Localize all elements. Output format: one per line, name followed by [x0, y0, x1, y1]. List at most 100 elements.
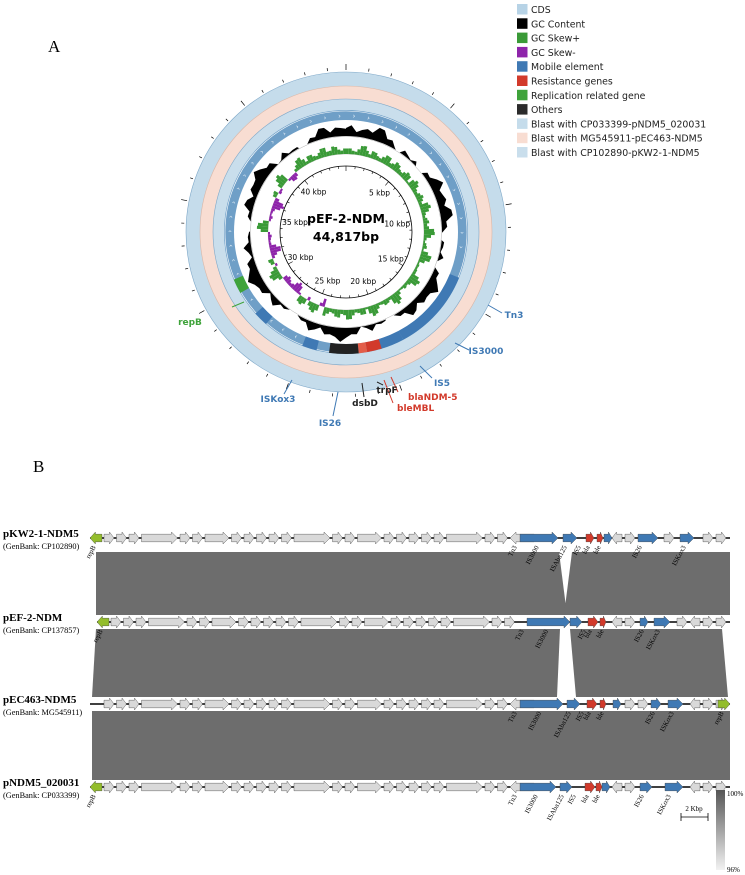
iskox3-segment: [255, 306, 273, 325]
gene-arrow: [446, 780, 483, 794]
gene-arrow: [497, 780, 508, 794]
track-genbank: (GenBank: CP137857): [3, 626, 80, 635]
gc-skew-bar: [340, 150, 344, 155]
kbp-tick-label: 15 kbp: [378, 254, 404, 263]
gc-skew-bar: [271, 273, 282, 281]
legend-label: Blast with CP033399-pNDM5_020031: [531, 119, 706, 130]
gc-skew-bar: [412, 271, 417, 275]
cds-marker: ›: [230, 200, 239, 205]
gc-skew-bar: [391, 293, 401, 305]
gene-arrow: [689, 780, 701, 794]
gene-arrow: [664, 780, 684, 794]
gc-skew-bar: [382, 299, 388, 306]
gene-arrow: [408, 531, 420, 545]
gc-skew-bar: [407, 179, 415, 187]
gene-label-blembl: bleMBL: [397, 404, 434, 414]
gene-label-tn3: Tn3: [505, 311, 524, 321]
callout-line: [332, 391, 339, 417]
gc-skew-bar: [307, 296, 312, 301]
cds-marker: ›: [393, 123, 399, 132]
cds-marker: ›: [294, 122, 300, 131]
gc-skew-bar: [396, 289, 402, 296]
panel-a-label: A: [48, 37, 61, 56]
homology-band: [92, 711, 730, 780]
homology-band: [92, 629, 560, 697]
kbp-tick: [331, 293, 333, 297]
gene-arrow: [453, 615, 490, 629]
gene-arrow: [293, 780, 331, 794]
gc-skew-bar: [423, 226, 430, 230]
cds-marker: ›: [269, 138, 276, 146]
gene-arrow: [421, 697, 432, 711]
gene-arrow: [639, 780, 653, 794]
gc-skew-bar: [359, 145, 365, 156]
gc-skew-bar: [398, 288, 402, 292]
outer-tick: [214, 329, 217, 332]
gene-arrow: [624, 697, 636, 711]
cds-marker: ›: [280, 325, 287, 333]
gene-arrow: [611, 780, 623, 794]
gene-arrow: [238, 615, 249, 629]
cds-marker: ›: [444, 174, 452, 180]
gc-skew-bar: [270, 261, 275, 266]
kbp-tick: [281, 245, 285, 248]
gene-arrow: [446, 531, 483, 545]
kbp-tick-label: 40 kbp: [301, 187, 327, 196]
cds-marker: ›: [436, 161, 444, 168]
gc-skew-bar: [423, 220, 430, 224]
gc-skew-bar: [348, 148, 352, 155]
outer-tick: [377, 390, 379, 394]
gc-skew-bar: [362, 145, 368, 157]
gc-skew-bar: [387, 296, 392, 301]
kbp-tick: [365, 289, 369, 295]
gene-arrow: [715, 531, 727, 545]
gene-arrow: [116, 780, 127, 794]
gene-arrow: [186, 615, 198, 629]
legend-swatch: [517, 118, 528, 129]
gene-arrow: [128, 697, 140, 711]
gc-skew-bar: [423, 240, 426, 244]
gene-arrow: [351, 615, 363, 629]
gene-arrow: [497, 531, 508, 545]
track-gene-label: ISAba125: [545, 793, 566, 822]
gc-skew-bar: [306, 155, 312, 164]
gc-skew-bar: [400, 286, 404, 290]
cds-marker: ›: [227, 244, 235, 248]
cds-marker: ›: [417, 139, 424, 147]
kbp-tick: [306, 282, 309, 285]
homology-band: [96, 552, 567, 615]
kbp-tick-label: 5 kbp: [369, 188, 390, 197]
outer-tick: [190, 177, 194, 180]
gc-skew-bar: [420, 253, 432, 260]
gene-arrow: [123, 615, 134, 629]
gc-skew-bar: [375, 303, 380, 310]
gc-skew-bar: [272, 193, 278, 198]
gc-skew-bar: [367, 153, 372, 158]
kbp-tick-label: 30 kbp: [288, 253, 314, 262]
gc-skew-bar: [387, 162, 392, 168]
gene-arrow: [715, 615, 727, 629]
gc-skew-bar: [346, 148, 349, 155]
cds-marker: ›: [227, 215, 235, 219]
gene-arrow: [357, 697, 382, 711]
gene-arrow: [179, 780, 191, 794]
gc-inner-mask: [250, 136, 442, 328]
cds-marker: ›: [454, 202, 462, 207]
gc-skew-bar: [416, 263, 420, 268]
gene-arrow: [344, 780, 356, 794]
gene-arrow: [281, 780, 292, 794]
track-gene-label: ble: [592, 544, 603, 555]
gc-skew-bar: [301, 158, 307, 166]
cds-marker: ›: [281, 129, 288, 137]
gene-arrow: [192, 531, 203, 545]
gc-skew-bar: [403, 282, 408, 287]
gc-skew-bar: [257, 222, 269, 227]
gc-skew-bar: [301, 298, 307, 305]
gc-skew-bar: [409, 275, 421, 285]
kbp-tick: [329, 168, 331, 171]
gene-arrow: [519, 531, 559, 545]
gc-skew-bar: [297, 291, 302, 296]
legend-swatch: [517, 132, 528, 144]
gene-arrow: [110, 615, 122, 629]
